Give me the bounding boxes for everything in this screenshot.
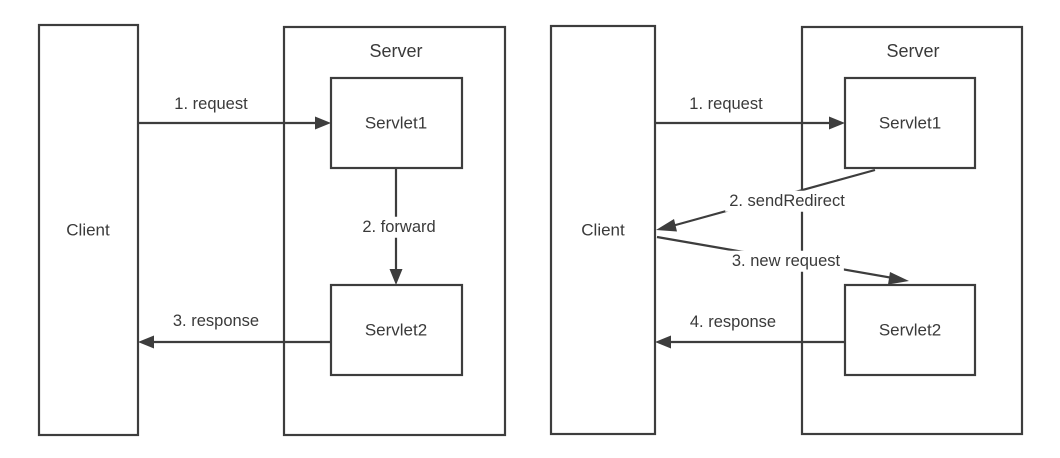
servlet2-label-sendredirect: Servlet2 [874,319,946,341]
client-label-forward: Client [62,219,114,241]
edge-label-request-sendredirect: 1. request [685,93,767,115]
server-label-sendredirect: Server [880,41,946,61]
edge-label-sendredirect-sendredirect: 2. sendRedirect [725,190,849,212]
edge-response-forward [138,335,331,349]
edge-request-forward [138,116,331,130]
servlet1-label-forward: Servlet1 [360,112,432,134]
servlet2-label-forward: Servlet2 [360,319,432,341]
edge-response-sendredirect [655,335,845,349]
edge-label-forward-forward: 2. forward [358,216,440,238]
edge-label-request-forward: 1. request [170,93,252,115]
edge-request-sendredirect [655,116,845,130]
server-label-forward: Server [363,41,429,61]
edge-label-newrequest-sendredirect: 3. new request [727,250,845,272]
client-label-sendredirect: Client [577,219,629,241]
servlet1-label-sendredirect: Servlet1 [874,112,946,134]
edge-label-response-forward: 3. response [168,310,264,332]
edge-label-response-sendredirect: 4. response [685,311,781,333]
